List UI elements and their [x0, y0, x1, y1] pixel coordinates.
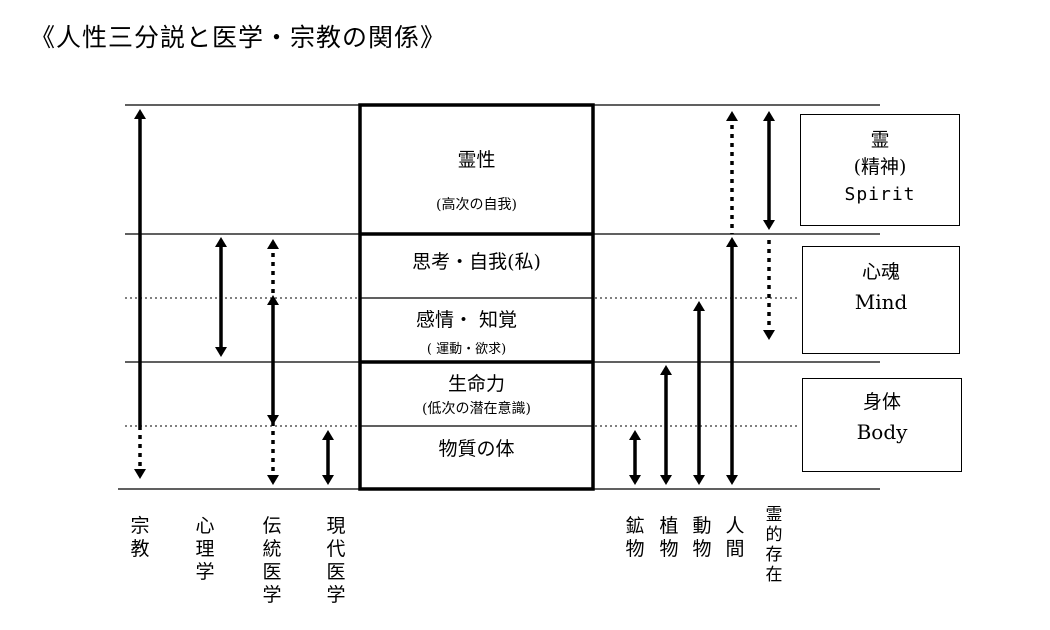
label-modern-medicine: 現代医学 — [326, 515, 346, 606]
legend-body-english: Body — [856, 420, 908, 444]
label-psychology: 心理学 — [195, 515, 215, 583]
column-outline — [358, 103, 595, 491]
legend-body-kanji: 身体 — [862, 391, 901, 413]
right-arrows — [629, 111, 775, 485]
label-plants: 植物 — [659, 515, 679, 560]
emotion-label: 感情・ 知覚 — [415, 309, 518, 331]
legend-spirit-english: Spirit — [844, 184, 916, 205]
legend-body-box: 身体 Body — [802, 378, 962, 472]
label-religion: 宗教 — [130, 515, 150, 560]
matter-label: 物質の体 — [438, 438, 515, 460]
emotion-sublabel: ( 運動・欲求) — [426, 342, 507, 357]
thought-label: 思考・自我(私) — [412, 251, 541, 273]
life-label: 生命力 — [447, 373, 505, 395]
left-arrows — [134, 109, 334, 485]
central-column — [358, 103, 595, 491]
label-minerals: 鉱物 — [625, 515, 645, 560]
diagram-title: 《人性三分説と医学・宗教の関係》 — [30, 23, 447, 52]
label-animals: 動物 — [692, 515, 712, 560]
legend-spirit-japanese: (精神) — [853, 156, 907, 178]
label-humans: 人間 — [725, 515, 745, 560]
spirit-sublabel: (高次の自我) — [436, 197, 517, 213]
legend-spirit-box: 霊 (精神) Spirit — [800, 114, 960, 226]
spirit-label: 霊性 — [457, 149, 496, 171]
life-sublabel: (低次の潜在意識) — [422, 401, 531, 417]
legend-mind-kanji: 心魂 — [861, 261, 900, 283]
label-traditional-medicine: 伝統医学 — [262, 515, 282, 606]
label-spiritual-beings: 霊的存在 — [765, 505, 783, 585]
legend-mind-english: Mind — [854, 290, 908, 314]
legend-mind-box: 心魂 Mind — [802, 246, 960, 354]
legend-spirit-kanji: 霊 — [870, 129, 890, 151]
